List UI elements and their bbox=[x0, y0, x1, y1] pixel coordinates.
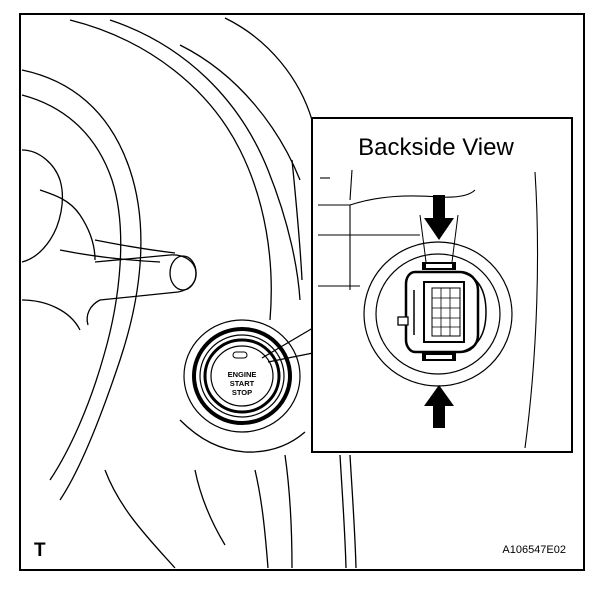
engine-start-button: ENGINE START STOP bbox=[183, 319, 301, 433]
button-text-line3: STOP bbox=[232, 388, 252, 397]
arrow-up-icon bbox=[424, 385, 454, 428]
backside-view-inset: Backside View bbox=[311, 117, 573, 453]
corner-mark: T bbox=[34, 540, 46, 561]
figure-id: A106547E02 bbox=[502, 544, 566, 556]
inset-title: Backside View bbox=[358, 134, 514, 161]
connector bbox=[397, 262, 487, 361]
button-text-line1: ENGINE bbox=[228, 370, 257, 379]
button-text-line2: START bbox=[230, 379, 255, 388]
dashboard-linework bbox=[21, 17, 357, 569]
indicator-lamp bbox=[232, 351, 248, 359]
callout-lines bbox=[261, 324, 319, 363]
arrow-down-icon bbox=[424, 195, 454, 240]
